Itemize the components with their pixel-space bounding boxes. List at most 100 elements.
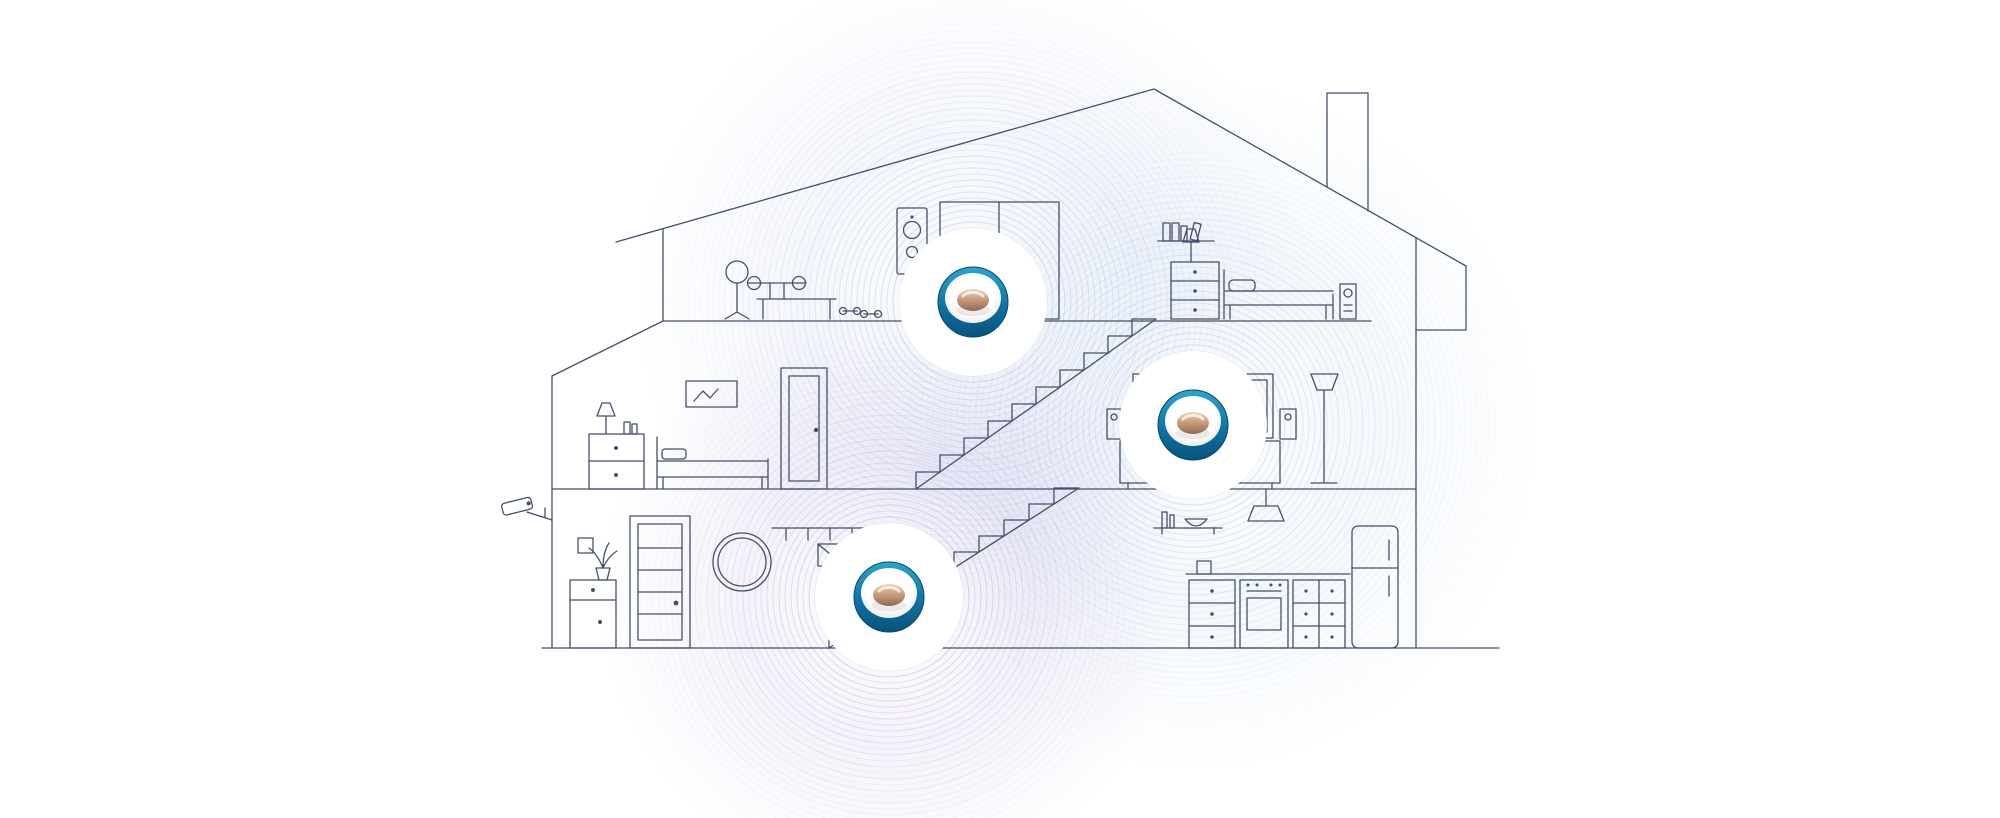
drawer-knob (1210, 612, 1214, 616)
attic-bed-pillow (1228, 279, 1256, 292)
coverage-ring (742, 450, 1036, 744)
coverage-ring (712, 420, 1066, 774)
coverage-layer (599, 0, 1543, 818)
device-layer (815, 228, 1267, 671)
security-camera (501, 496, 534, 516)
fridge-details (1351, 539, 1399, 597)
coverage-ring (778, 486, 1000, 708)
coverage-ring (730, 438, 1048, 756)
coverage-ring (670, 378, 1108, 816)
book-tilted (1189, 221, 1202, 242)
book (1171, 222, 1180, 242)
dumbbell-bars (842, 310, 879, 315)
drawer-knob (1193, 270, 1197, 274)
drawer-knob (1193, 289, 1197, 293)
kitchen-cabinet-left (1188, 579, 1236, 649)
drawer-knob (1330, 612, 1334, 616)
coverage-ring (646, 354, 1132, 818)
coverage-ring (724, 432, 1054, 762)
coverage-ring (688, 396, 1090, 798)
bedroom-bed-pillow (661, 448, 687, 460)
coverage-ring (652, 360, 1126, 818)
mesh-wifi-unit-attic (899, 228, 1047, 376)
coverage-ring (640, 348, 1138, 818)
coverage-ring (736, 444, 1042, 750)
barbell-plate (746, 275, 762, 291)
right-eave-detail (1415, 265, 1467, 331)
shelf-bottle (1169, 514, 1175, 529)
interior-door-panel (788, 375, 820, 482)
hall-mirror (712, 532, 772, 592)
hifi-speaker-right (1279, 408, 1297, 440)
coverage-ring (754, 462, 1024, 732)
left-gable-slope (551, 320, 664, 377)
coverage-ring (802, 510, 976, 684)
fridge (1351, 525, 1399, 649)
stove-knob (1278, 583, 1282, 587)
coverage-ring (796, 504, 982, 690)
mesh-wifi-unit-hallway (815, 523, 963, 671)
coverage-ring (790, 498, 988, 696)
coverage-ring (718, 426, 1060, 768)
coverage-ring (784, 492, 994, 702)
coverage-ring (700, 408, 1078, 786)
coverage-ring (706, 414, 1072, 780)
attic-dresser (1170, 261, 1220, 320)
kitchen-cabinet-left-drawers (1188, 602, 1236, 627)
coverage-ring (808, 516, 970, 678)
coverage-ring (760, 468, 1018, 726)
coverage-ring (694, 402, 1084, 792)
drawer-knob (591, 588, 595, 592)
bedroom-table-lamp (596, 402, 616, 435)
drawer-knob (614, 473, 618, 477)
book (623, 421, 631, 435)
weight-bench (756, 282, 837, 320)
coverage-ring (748, 456, 1030, 738)
floor-lamp (1310, 373, 1339, 484)
chimney (1326, 92, 1369, 212)
hifi-speaker-cone (1284, 413, 1292, 421)
device-dome-highlight (877, 585, 901, 593)
drawer-knob (1330, 635, 1334, 639)
dumbbell-weight (852, 306, 862, 316)
counter-appliance (1196, 560, 1212, 575)
drawer-knob (1304, 635, 1308, 639)
shelf-bottle (1161, 511, 1168, 529)
drawer-knob (1304, 589, 1308, 593)
security-camera-mount (526, 507, 553, 521)
speaker-woofer (902, 220, 922, 240)
coverage-ring (772, 480, 1006, 714)
coverage-ring (766, 474, 1012, 720)
door-knob (813, 427, 819, 433)
drawer-knob (614, 446, 618, 450)
attic-dresser-drawers (1170, 280, 1220, 301)
hifi-speaker-cone (1110, 413, 1118, 421)
hall-wall-frame (577, 537, 594, 554)
shelf-bowl (1184, 518, 1208, 527)
bedroom-bed (656, 436, 769, 490)
speaker-mid (905, 245, 919, 259)
book (1162, 222, 1171, 242)
interior-door (780, 367, 828, 490)
coverage-ring (664, 372, 1114, 818)
security-camera-body (501, 496, 534, 516)
drawer-knob (1304, 612, 1308, 616)
security-camera-lens (526, 501, 531, 506)
cabinet-knob (598, 620, 602, 624)
mesh-wifi-unit-living-room (1119, 351, 1267, 499)
coat-rack (771, 527, 869, 541)
book (1180, 225, 1188, 242)
drawer-knob (1193, 308, 1197, 312)
barbell-plate (791, 275, 807, 291)
dumbbell-weight (873, 309, 883, 319)
bedside-speaker-cone (1343, 288, 1353, 298)
drawer-knob (1210, 635, 1214, 639)
front-door-slats (637, 547, 683, 615)
stove (1239, 579, 1289, 649)
bedside-speaker (1339, 283, 1357, 320)
oven-door (1246, 597, 1282, 631)
speaker-tweeter (910, 215, 914, 219)
hall-cabinet (569, 579, 617, 649)
